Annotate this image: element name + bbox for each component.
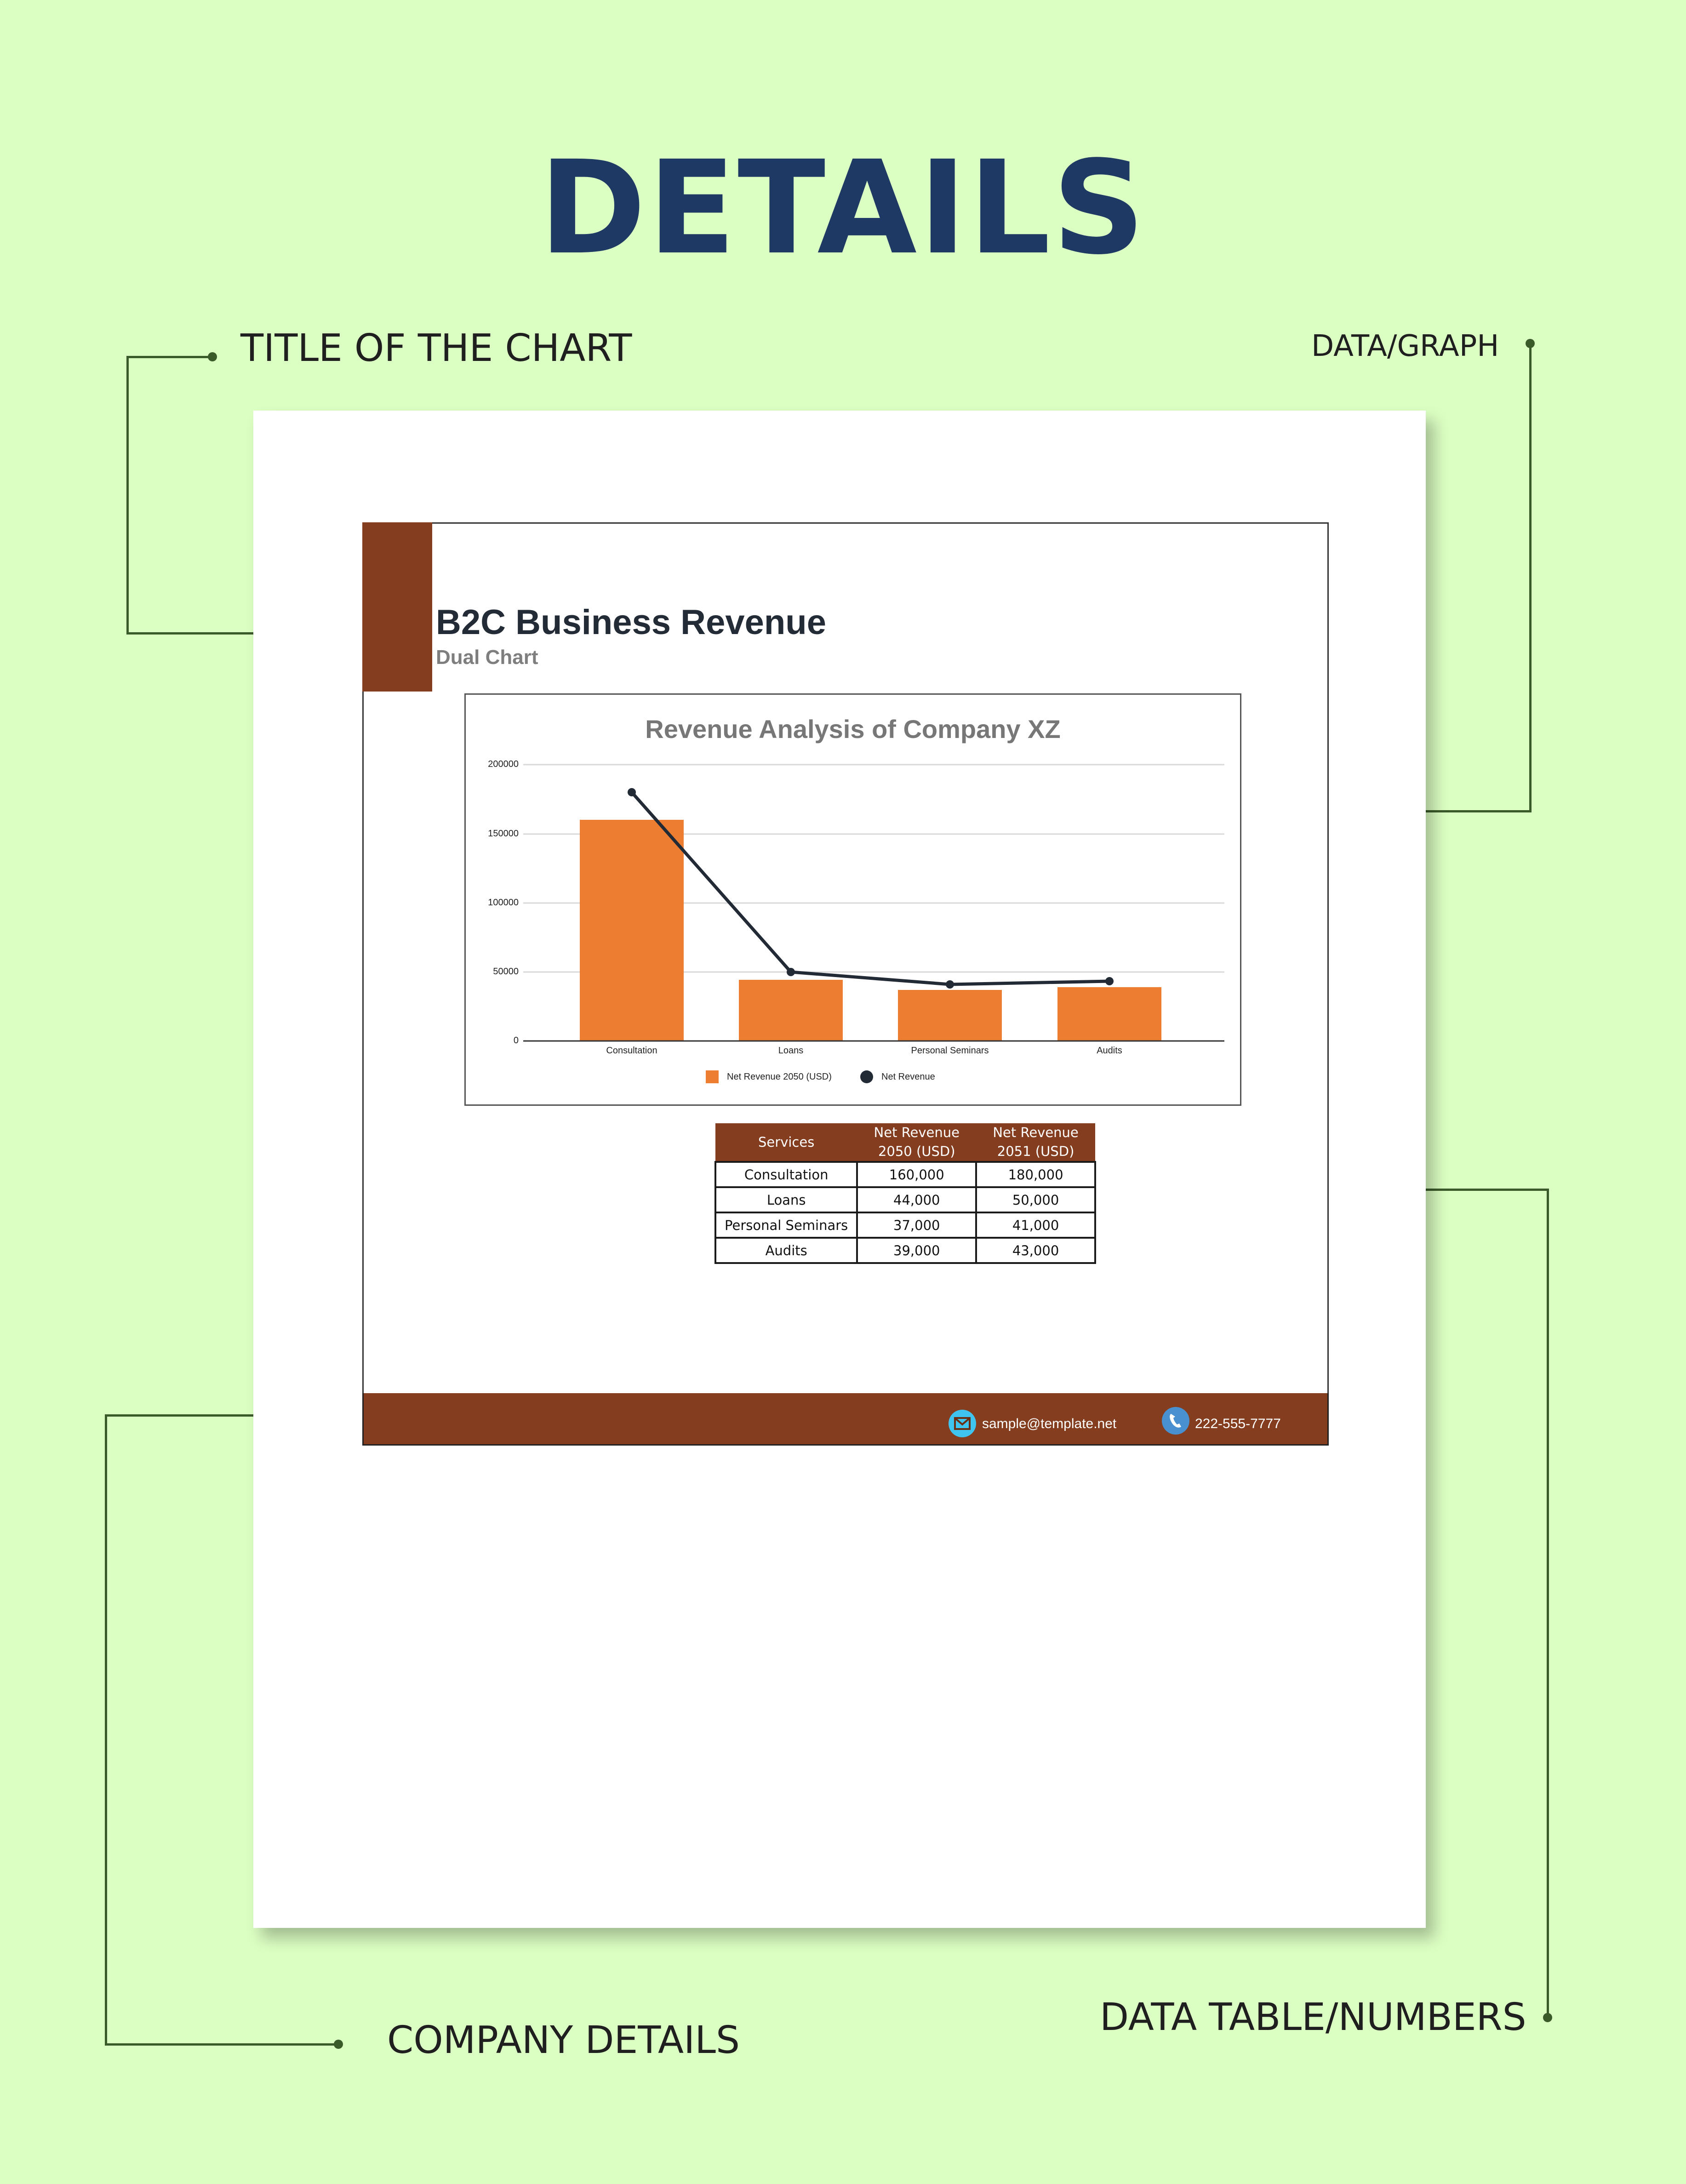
accent-block (362, 522, 432, 692)
x-tick: Consultation (606, 1046, 657, 1056)
y-tick: 100000 (488, 898, 519, 908)
annotation-data-table: DATA TABLE/NUMBERS (1100, 1995, 1526, 2039)
chart-title: Revenue Analysis of Company XZ (645, 715, 1061, 743)
annotation-data-graph: DATA/GRAPH (1311, 329, 1499, 363)
table-row: Personal Seminars 37,000 41,000 (714, 1212, 1096, 1239)
annotation-title-of-chart: TITLE OF THE CHART (240, 326, 632, 370)
legend-line-marker (860, 1070, 873, 1083)
connector-line (1547, 1189, 1549, 2018)
cell: Audits (714, 1237, 858, 1264)
chart-container: Revenue Analysis of Company XZ 200000 15… (464, 693, 1241, 1106)
annotation-company-details: COMPANY DETAILS (387, 2018, 740, 2062)
cell: Consultation (714, 1161, 858, 1188)
connector-line (1529, 343, 1532, 812)
y-tick: 0 (513, 1035, 519, 1046)
cell: 41,000 (975, 1212, 1096, 1239)
x-tick: Audits (1097, 1046, 1122, 1056)
footer-phone[interactable]: 222-555-7777 (1195, 1416, 1281, 1431)
cell: 39,000 (856, 1237, 977, 1264)
cell: 180,000 (975, 1161, 1096, 1188)
phone-icon (1162, 1407, 1189, 1435)
connector-dot (208, 352, 217, 361)
cell: Personal Seminars (714, 1212, 858, 1239)
cell: Loans (714, 1186, 858, 1213)
header-cell: Net Revenue 2051 (USD) (976, 1123, 1095, 1162)
connector-line (105, 1414, 330, 1417)
connector-line (126, 356, 211, 358)
connector-dot (1543, 2013, 1552, 2022)
y-tick: 50000 (493, 966, 519, 977)
y-tick: 200000 (488, 759, 519, 769)
cell: 44,000 (856, 1186, 977, 1213)
cell: 43,000 (975, 1237, 1096, 1264)
legend-label: Net Revenue 2050 (USD) (727, 1072, 832, 1082)
connector-line (126, 632, 352, 635)
cell: 37,000 (856, 1212, 977, 1239)
header-cell: Services (715, 1123, 857, 1162)
document-title: B2C Business Revenue (436, 603, 826, 642)
cell: 160,000 (856, 1161, 977, 1188)
table-row: Consultation 160,000 180,000 (714, 1161, 1096, 1188)
legend-bar-swatch (706, 1070, 719, 1083)
legend-label: Net Revenue (881, 1072, 935, 1082)
footer-bar: sample@template.net 222-555-7777 (362, 1393, 1329, 1446)
line-series (630, 791, 1110, 986)
footer-email[interactable]: sample@template.net (982, 1416, 1117, 1431)
page-heading: DETAILS (539, 133, 1147, 283)
connector-dot (334, 2040, 343, 2049)
table-row: Audits 39,000 43,000 (714, 1237, 1096, 1264)
header-cell: Net Revenue 2050 (USD) (857, 1123, 977, 1162)
table-row: Loans 44,000 50,000 (714, 1186, 1096, 1213)
table-header-row: Services Net Revenue 2050 (USD) Net Reve… (715, 1123, 1095, 1162)
connector-line (105, 2043, 337, 2046)
document-subtitle: Dual Chart (436, 646, 538, 669)
bar-series (580, 820, 1161, 1041)
mail-icon (949, 1410, 976, 1437)
y-tick: 150000 (488, 829, 519, 839)
cell: 50,000 (975, 1186, 1096, 1213)
connector-line (105, 1414, 107, 2046)
connector-line (126, 356, 129, 634)
chart-plot (523, 764, 1224, 1042)
x-tick: Personal Seminars (911, 1046, 989, 1056)
data-table: Services Net Revenue 2050 (USD) Net Reve… (714, 1123, 1096, 1264)
x-tick: Loans (778, 1046, 804, 1056)
